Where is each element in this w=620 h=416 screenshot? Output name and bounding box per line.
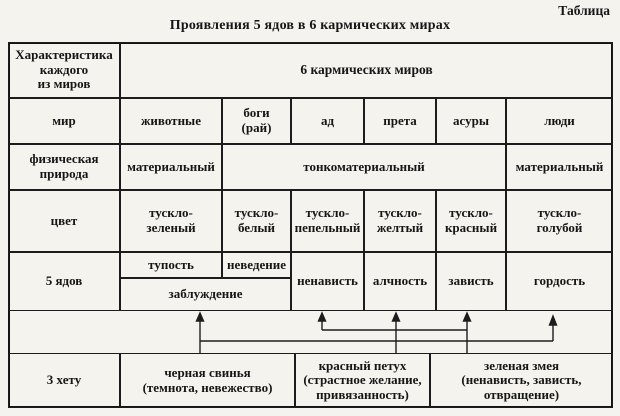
cell-hetu-label: 3 хету: [8, 353, 120, 408]
cell-world-label: мир: [8, 98, 120, 144]
cell-six-karmic-worlds: 6 кармических миров: [120, 42, 613, 98]
cell-world-asuras: асуры: [436, 98, 506, 144]
cell-world-hell: ад: [291, 98, 364, 144]
cell-color-label: цвет: [8, 190, 120, 252]
cell-world-preta: прета: [364, 98, 436, 144]
cell-poison-ignorance: неведение: [222, 252, 291, 278]
cell-world-gods: боги (рай): [222, 98, 291, 144]
cell-poison-greed: алчность: [364, 252, 436, 311]
cell-color-dull-blue: тускло- голубой: [506, 190, 613, 252]
page-title: Проявления 5 ядов в 6 кармических мирах: [169, 18, 451, 33]
cell-nature-material-left: материальный: [120, 144, 222, 190]
cell-poison-envy: зависть: [436, 252, 506, 311]
cell-color-dull-red: тускло- красный: [436, 190, 506, 252]
cell-poison-delusion: заблуждение: [120, 278, 291, 311]
cell-world-humans: люди: [506, 98, 613, 144]
cell-color-dull-white: тускло- белый: [222, 190, 291, 252]
cell-world-animals: животные: [120, 98, 222, 144]
cell-hetu-black-pig: черная свинья (темнота, невежество): [120, 353, 295, 408]
cell-nature-label: физическая природа: [8, 144, 120, 190]
cell-poison-pride: гордость: [506, 252, 613, 311]
cell-hetu-red-rooster: красный петух (страстное желание, привяз…: [295, 353, 430, 408]
cell-characteristic-label: Характеристика каждого из миров: [8, 42, 120, 98]
cell-poisons-label: 5 ядов: [8, 252, 120, 311]
cell-color-dull-ashen: тускло- пепельный: [291, 190, 364, 252]
cell-nature-subtle-material: тонкоматериальный: [222, 144, 506, 190]
cell-hetu-green-snake: зеленая змея (ненависть, зависть, отвращ…: [430, 353, 613, 408]
cell-poison-hatred: ненависть: [291, 252, 364, 311]
table-corner-label: Таблица: [558, 3, 610, 18]
cell-nature-material-right: материальный: [506, 144, 613, 190]
cell-poison-dullness: тупость: [120, 252, 222, 278]
cell-color-dull-green: тускло- зеленый: [120, 190, 222, 252]
cell-color-dull-yellow: тускло- желтый: [364, 190, 436, 252]
